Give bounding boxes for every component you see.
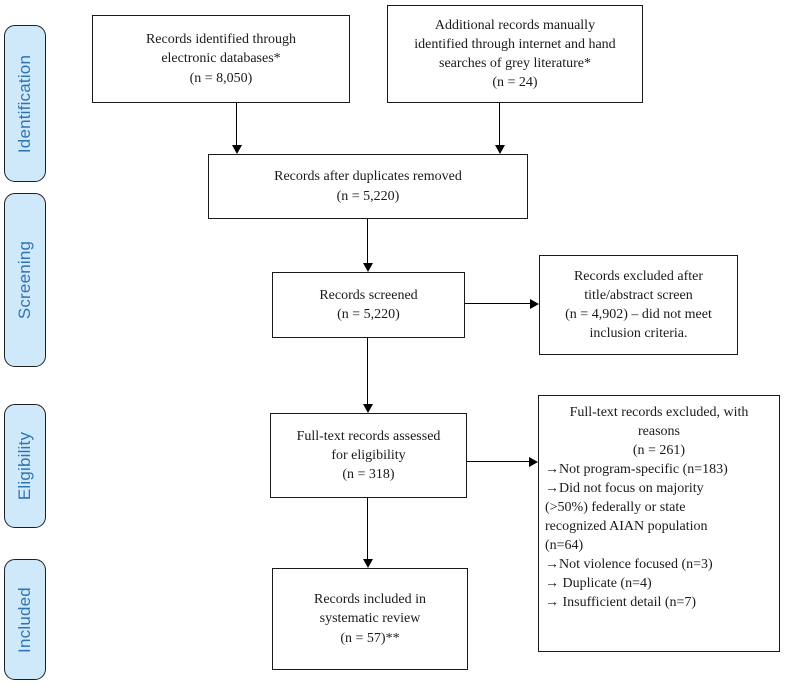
box-excluded-title-abstract-text: Records excluded after title/abstract sc… <box>565 268 712 342</box>
box-included-review-text: Records included in systematic review <box>314 592 426 627</box>
exclusion-reason: →Did not focus on majority (>50%) federa… <box>545 481 708 554</box>
arrow-screened-to-excluded <box>465 299 539 309</box>
box-included-review: Records included in systematic review (n… <box>272 568 468 670</box>
arrow-fulltext-to-included <box>363 498 373 568</box>
arrow-fulltext-to-excluded <box>467 457 538 467</box>
stage-eligibility-label: Eligibility <box>15 431 34 501</box>
box-excluded-title-abstract: Records excluded after title/abstract sc… <box>539 255 738 355</box>
box-fulltext-assessed-count: (n = 318) <box>342 467 395 483</box>
box-additional-records: Additional records manually identified t… <box>387 5 643 103</box>
box-records-identified: Records identified through electronic da… <box>92 15 350 103</box>
arrow-manual-to-duplicates <box>495 103 505 154</box>
arrow-identified-to-duplicates <box>232 103 242 154</box>
box-records-screened: Records screened (n = 5,220) <box>272 272 465 338</box>
box-fulltext-assessed-text: Full-text records assessed for eligibili… <box>296 428 441 463</box>
exclusion-reason: →Not violence focused (n=3) <box>545 557 713 573</box>
box-duplicates-removed-text: Records after duplicates removed <box>274 169 462 185</box>
box-records-identified-count: (n = 8,050) <box>189 70 253 86</box>
stage-screening-label: Screening <box>15 240 35 320</box>
box-records-screened-count: (n = 5,220) <box>337 307 400 322</box>
box-records-identified-text: Records identified through electronic da… <box>145 32 297 67</box>
stage-identification: Identification <box>4 25 46 182</box>
stage-identification-label: Identification <box>15 54 35 153</box>
box-fulltext-excluded: Full-text records excluded, with reasons… <box>538 395 780 652</box>
box-additional-records-count: (n = 24) <box>492 75 538 91</box>
box-duplicates-removed-count: (n = 5,220) <box>336 188 400 204</box>
box-fulltext-assessed: Full-text records assessed for eligibili… <box>270 413 467 498</box>
exclusion-reason: → Duplicate (n=4) <box>545 576 652 592</box>
arrow-screened-to-fulltext <box>363 338 373 413</box>
box-fulltext-excluded-title: Full-text records excluded, with reasons <box>569 405 749 440</box>
stage-screening: Screening <box>4 193 46 367</box>
box-additional-records-text: Additional records manually identified t… <box>414 17 616 71</box>
arrow-duplicates-to-screened <box>363 219 373 272</box>
box-duplicates-removed: Records after duplicates removed (n = 5,… <box>208 154 528 219</box>
exclusion-reason: → Insufficient detail (n=7) <box>545 595 697 611</box>
box-fulltext-excluded-count: (n = 261) <box>632 443 686 459</box>
box-included-review-count: (n = 57)** <box>340 630 400 646</box>
stage-eligibility: Eligibility <box>4 404 46 528</box>
box-records-screened-text: Records screened <box>319 287 418 303</box>
exclusion-reason: →Not program-specific (n=183) <box>545 462 728 478</box>
stage-included-label: Included <box>15 586 34 653</box>
stage-included: Included <box>4 559 46 680</box>
